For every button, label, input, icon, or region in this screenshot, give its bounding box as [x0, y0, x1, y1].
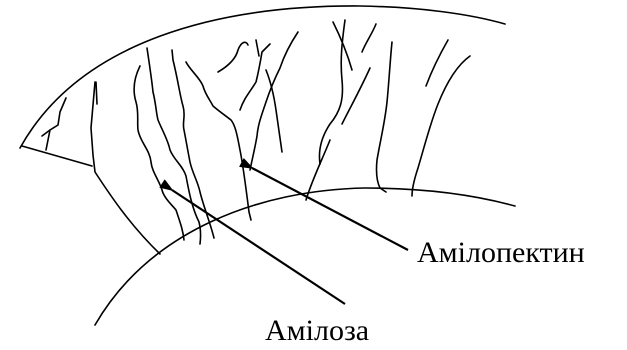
chain	[91, 82, 160, 254]
amylopectin-label: Амілопектин	[417, 236, 585, 269]
amylose-arrow	[172, 190, 345, 304]
chain	[362, 24, 376, 52]
chain	[412, 56, 470, 196]
outer-granule-boundary	[20, 6, 505, 148]
chain	[218, 42, 248, 72]
chain	[134, 66, 184, 240]
chain	[96, 82, 97, 104]
chain	[240, 44, 270, 110]
chain	[426, 40, 448, 86]
left-crossing-line	[22, 146, 92, 166]
chain	[147, 48, 201, 244]
polymer-chains	[42, 20, 470, 254]
chain	[172, 50, 214, 238]
chain	[256, 40, 259, 56]
amylose-label: Амілоза	[265, 314, 369, 347]
chain	[342, 68, 370, 124]
chain	[186, 62, 251, 220]
chain	[376, 42, 392, 192]
chain	[42, 98, 66, 136]
amylopectin-arrow	[252, 168, 408, 250]
